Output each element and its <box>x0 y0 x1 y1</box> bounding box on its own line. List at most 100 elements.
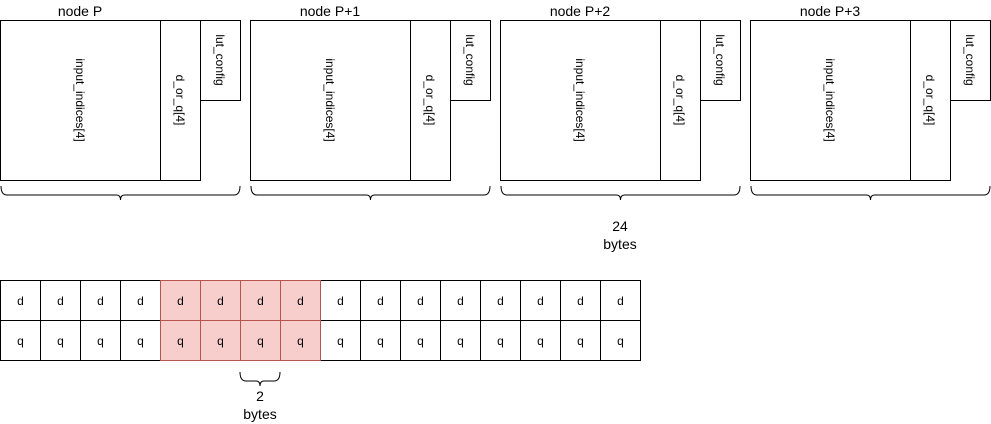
d-or-q-field <box>160 20 201 181</box>
array-cell-label: q <box>457 334 464 348</box>
array-cell-label: q <box>177 334 184 348</box>
cell-size-value: 2 <box>256 388 264 404</box>
array-cell-label: q <box>137 334 144 348</box>
array-cell <box>360 280 401 321</box>
array-cell-label: q <box>17 334 24 348</box>
array-cell <box>40 280 81 321</box>
array-cell-label: d <box>377 294 384 308</box>
input-indices-field <box>250 20 411 181</box>
node-title: node P+3 <box>800 3 861 19</box>
array-cell-label: q <box>97 334 104 348</box>
array-cell <box>80 320 121 361</box>
array-cell <box>480 280 521 321</box>
cell-size-annotation: 2 bytes <box>239 371 281 422</box>
input-indices-field <box>500 20 661 181</box>
d-or-q-label: d_or_q[4] <box>173 75 187 126</box>
lut-config-field <box>700 20 741 101</box>
node-brace <box>250 185 491 201</box>
array-cell-label: d <box>217 294 224 308</box>
array-cell-label: d <box>577 294 584 308</box>
array-cell-highlighted <box>240 280 281 321</box>
array-cell-label: q <box>297 334 304 348</box>
d-or-q-field <box>410 20 451 181</box>
array-cell-label: q <box>377 334 384 348</box>
array-cell-label: d <box>137 294 144 308</box>
array-cell-label: d <box>537 294 544 308</box>
lut-config-field <box>200 20 241 101</box>
array-cell-label: q <box>337 334 344 348</box>
array-cell-label: d <box>177 294 184 308</box>
node-title: node P+1 <box>300 3 361 19</box>
array-cell-label: d <box>257 294 264 308</box>
array-cell <box>360 320 401 361</box>
array-cell-label: q <box>617 334 624 348</box>
array-cell-label: d <box>417 294 424 308</box>
d-or-q-label: d_or_q[4] <box>673 75 687 126</box>
array-cell-label: d <box>337 294 344 308</box>
array-cell-label: q <box>417 334 424 348</box>
node-brace <box>500 185 741 201</box>
array-cell <box>440 280 481 321</box>
cell-size-brace <box>239 371 281 387</box>
cell-size-unit: bytes <box>243 406 276 422</box>
lut-config-label: lut_config <box>463 34 477 85</box>
array-cell-label: q <box>217 334 224 348</box>
nodes-layer: node P input_indices[4] d_or_q[4] lut_confi… <box>0 3 991 201</box>
array-cell <box>400 320 441 361</box>
array-cell <box>600 280 641 321</box>
array-cell-label: d <box>457 294 464 308</box>
input-indices-label: input_indices[4] <box>323 58 337 141</box>
array-cell-label: q <box>577 334 584 348</box>
array-cell <box>0 320 41 361</box>
array-cell-label: d <box>57 294 64 308</box>
node-group: node P+2input_indices[4]d_or_q[4]lut_con… <box>500 3 741 201</box>
array-cell-label: d <box>297 294 304 308</box>
array-cell-label: d <box>617 294 624 308</box>
array-cell-label: d <box>17 294 24 308</box>
lut-config-label: lut_config <box>213 34 227 85</box>
node-title: node P <box>58 3 102 19</box>
node-size-value: 24 <box>612 218 628 234</box>
array-cell-highlighted <box>280 280 321 321</box>
node-group: node P input_indices[4] d_or_q[4] lut_confi… <box>0 3 241 201</box>
array-cell-highlighted <box>280 320 321 361</box>
node-size-unit: bytes <box>603 236 636 252</box>
array-cell-highlighted <box>200 320 241 361</box>
array-cell <box>600 320 641 361</box>
array-cell-highlighted <box>160 320 201 361</box>
node-group: node P+1 input_indices[4] d_or_q[4] lut_con… <box>250 3 491 201</box>
node-group: node P+3 input_indices[4] d_or_q[4] lut_con… <box>750 3 991 201</box>
d-or-q-label: d_or_q[4] <box>423 75 437 126</box>
array-cell <box>400 280 441 321</box>
input-indices-label: input_indices[4] <box>73 58 87 141</box>
array-cell-label: q <box>257 334 264 348</box>
array-cell-label: q <box>497 334 504 348</box>
lut-config-field <box>450 20 491 101</box>
node-brace <box>750 185 991 201</box>
lut-config-field <box>950 20 991 101</box>
dq-array: d d d d d d d d d d d d d d d d q q q q q q q q q q q q q q q q <box>0 280 641 361</box>
node-size-annotation: 24 bytes <box>603 218 636 252</box>
array-cell <box>520 280 561 321</box>
array-cell-label: q <box>537 334 544 348</box>
array-cell <box>120 280 161 321</box>
array-cell <box>520 320 561 361</box>
node-brace <box>0 185 241 201</box>
node-title: node P+2 <box>550 3 611 19</box>
d-or-q-label: d_or_q[4] <box>923 75 937 126</box>
array-cell <box>440 320 481 361</box>
array-cell-label: d <box>97 294 104 308</box>
input-indices-label: input_indices[4] <box>823 58 837 141</box>
array-cell-label: q <box>57 334 64 348</box>
input-indices-label: input_indices[4] <box>573 58 587 141</box>
array-cell <box>560 280 601 321</box>
array-cell <box>480 320 521 361</box>
array-cell-label: d <box>497 294 504 308</box>
input-indices-field <box>0 20 161 181</box>
input-indices-field <box>750 20 911 181</box>
lut-config-label: lut_config <box>963 34 977 85</box>
d-or-q-field <box>660 20 701 181</box>
